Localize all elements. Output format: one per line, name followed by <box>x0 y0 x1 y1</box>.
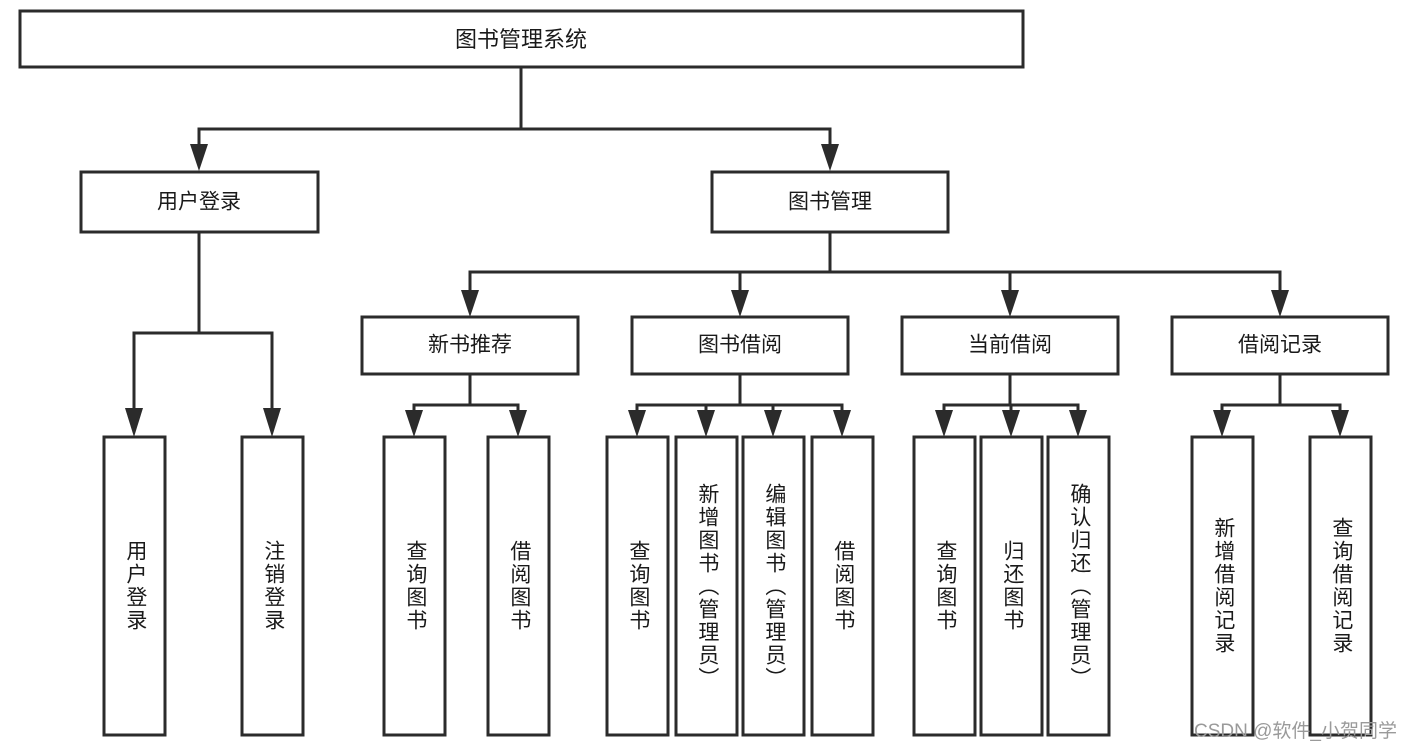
node-label-book-borrow: 图书借阅 <box>698 334 782 357</box>
leaf-box-borrowrecord-query[interactable] <box>1308 435 1373 737</box>
node-root-system[interactable]: 图书管理系统 <box>18 9 1025 69</box>
leaf-box-currentborrow-return[interactable] <box>979 435 1044 737</box>
node-current-borrow[interactable]: 当前借阅 <box>900 315 1120 376</box>
node-label-book-management: 图书管理 <box>788 191 872 214</box>
leaf-box-currentborrow-query[interactable] <box>912 435 977 737</box>
node-label-user-login: 用户登录 <box>157 191 241 214</box>
leaf-box-newbook-query[interactable] <box>382 435 447 737</box>
leaf-boxes-layer <box>102 435 1373 737</box>
leaf-box-bookborrow-query[interactable] <box>605 435 670 737</box>
node-box-current-borrow[interactable] <box>900 315 1120 376</box>
arrow-bookborrow-leaf-2 <box>697 410 715 437</box>
arrow-to-current-borrow <box>1001 290 1019 317</box>
leaf-box-user-login-login[interactable] <box>102 435 167 737</box>
node-box-borrow-record[interactable] <box>1170 315 1390 376</box>
node-borrow-record[interactable]: 借阅记录 <box>1170 315 1390 376</box>
node-new-book-recommend[interactable]: 新书推荐 <box>360 315 580 376</box>
arrow-userlogin-leaf-2 <box>263 408 281 437</box>
leaf-box-borrowrecord-add[interactable] <box>1190 435 1255 737</box>
arrow-bookborrow-leaf-1 <box>628 410 646 437</box>
node-book-borrow[interactable]: 图书借阅 <box>630 315 850 376</box>
arrow-currentborrow-leaf-2 <box>1002 410 1020 437</box>
arrow-currentborrow-leaf-3 <box>1069 410 1087 437</box>
leaf-box-newbook-borrow[interactable] <box>486 435 551 737</box>
arrow-to-book-borrow <box>731 290 749 317</box>
arrow-userlogin-leaf-1 <box>125 408 143 437</box>
arrow-borrowrecord-leaf-2 <box>1331 410 1349 437</box>
arrow-borrowrecord-leaf-1 <box>1213 410 1231 437</box>
leaf-box-currentborrow-confirm[interactable] <box>1046 435 1111 737</box>
leaf-box-bookborrow-borrow[interactable] <box>810 435 875 737</box>
node-box-root[interactable] <box>18 9 1025 69</box>
node-label-borrow-record: 借阅记录 <box>1238 334 1322 357</box>
leaf-box-bookborrow-edit[interactable] <box>741 435 806 737</box>
arrow-newbook-leaf-1 <box>405 410 423 437</box>
connectors-layer <box>125 65 1349 437</box>
arrow-to-user-login <box>190 144 208 171</box>
node-box-new-book-recommend[interactable] <box>360 315 580 376</box>
node-box-book-management[interactable] <box>710 170 950 234</box>
node-book-management[interactable]: 图书管理 <box>710 170 950 234</box>
arrow-bookborrow-leaf-3 <box>764 410 782 437</box>
node-box-book-borrow[interactable] <box>630 315 850 376</box>
node-label-root: 图书管理系统 <box>455 27 587 52</box>
csdn-watermark: CSDN @软件_小贺同学 <box>1194 721 1397 742</box>
arrow-to-book-mgmt <box>821 144 839 171</box>
arrow-bookborrow-leaf-4 <box>833 410 851 437</box>
node-label-new-book-recommend: 新书推荐 <box>428 334 512 357</box>
arrow-to-new-book-recommend <box>461 290 479 317</box>
node-user-login[interactable]: 用户登录 <box>79 170 320 234</box>
leaf-box-bookborrow-add[interactable] <box>674 435 739 737</box>
arrow-to-borrow-record <box>1271 290 1289 317</box>
node-label-current-borrow: 当前借阅 <box>968 334 1052 357</box>
node-box-user-login[interactable] <box>79 170 320 234</box>
arrow-currentborrow-leaf-1 <box>935 410 953 437</box>
arrow-newbook-leaf-2 <box>509 410 527 437</box>
leaf-box-user-login-logout[interactable] <box>240 435 305 737</box>
